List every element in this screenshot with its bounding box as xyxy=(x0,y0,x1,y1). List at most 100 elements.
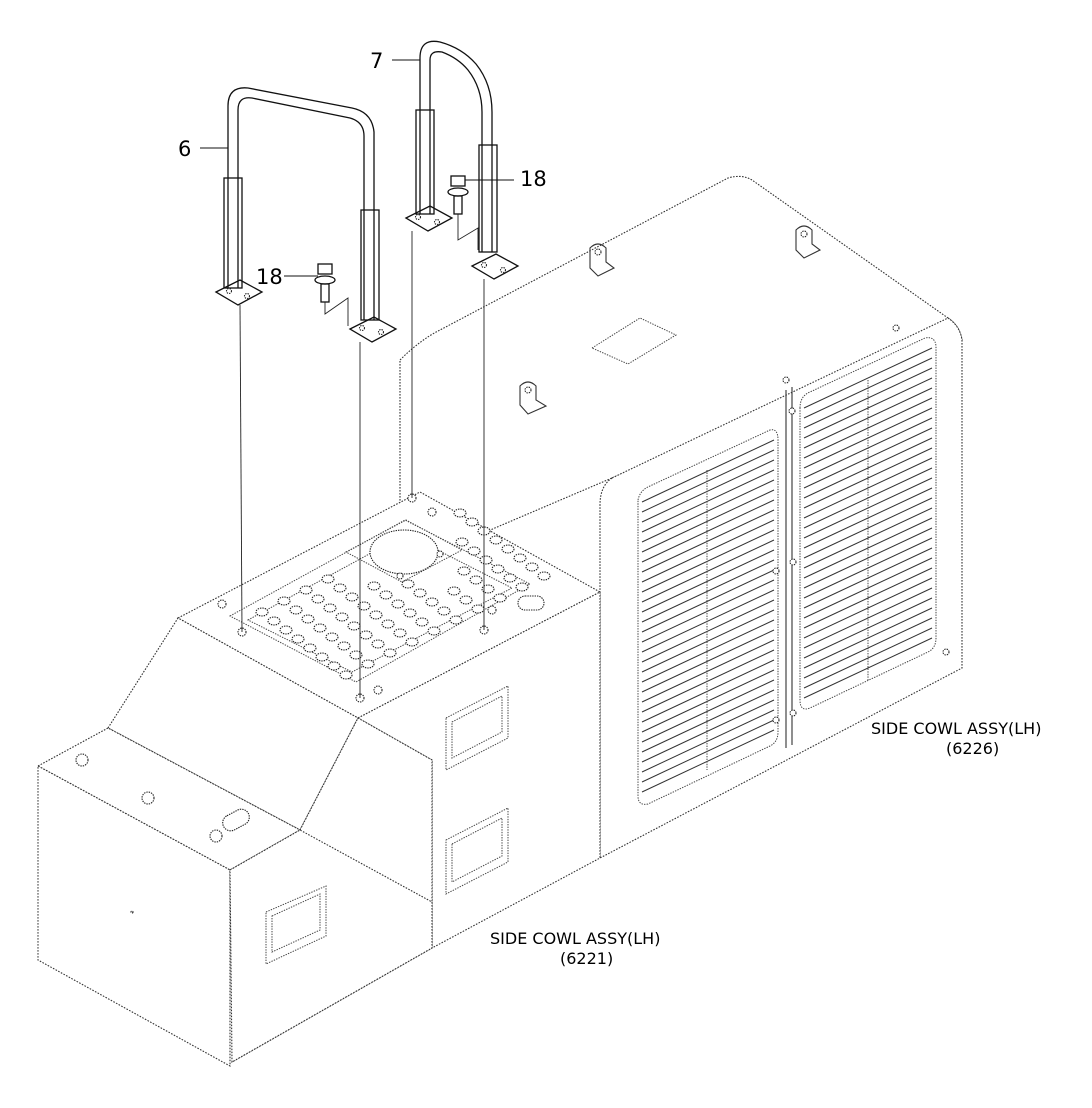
caption-rear-code: (6226) xyxy=(946,739,999,758)
louver-line xyxy=(803,447,933,509)
guide-6-left xyxy=(239,304,243,633)
cowl-screw-4 xyxy=(789,558,797,566)
perforation xyxy=(403,608,417,618)
handrail-7-bar xyxy=(419,40,493,252)
front-cowl-upper-right xyxy=(356,591,601,949)
lifting-lug-3-hole xyxy=(524,386,532,394)
perforation xyxy=(491,564,505,574)
deck-hatch-screw-1 xyxy=(436,550,444,558)
mount-hole-5 xyxy=(217,599,227,609)
perforation xyxy=(323,603,337,613)
perforation xyxy=(279,625,293,635)
perforation xyxy=(489,535,503,545)
handrail-7 xyxy=(404,40,520,280)
louver-line xyxy=(641,639,775,703)
perforation xyxy=(513,553,527,563)
handrail-6-foot-left-hole-a xyxy=(225,287,233,295)
perforation xyxy=(383,648,397,658)
perforation xyxy=(359,630,373,640)
perforation xyxy=(427,626,441,636)
perforation xyxy=(437,606,451,616)
louver-line xyxy=(641,699,775,763)
bolt-18-right-path xyxy=(457,214,479,250)
bolt-18-left xyxy=(314,263,349,326)
handrail-7-foot-left-hole-a xyxy=(414,213,422,221)
bolt-18-right-washer xyxy=(447,187,469,197)
louver-line xyxy=(803,437,933,499)
perforation xyxy=(327,661,341,671)
perforation xyxy=(357,601,371,611)
perforation xyxy=(337,641,351,651)
handrail-6-sleeve-left xyxy=(223,177,243,289)
louver-line xyxy=(641,579,775,643)
louver-line xyxy=(803,347,933,409)
perforation xyxy=(415,617,429,627)
perforation xyxy=(349,650,363,660)
louver-line xyxy=(641,569,775,633)
mount-hole-7 xyxy=(373,685,383,695)
louver-line xyxy=(803,637,933,699)
louver-line xyxy=(641,599,775,663)
lower-hole-2 xyxy=(141,791,155,805)
louver-line xyxy=(803,577,933,639)
handrail-6-sleeve-right xyxy=(360,209,380,321)
louver-line xyxy=(641,689,775,753)
perforation xyxy=(449,615,463,625)
louver-line xyxy=(641,439,775,503)
perforation xyxy=(401,579,415,589)
louver-line xyxy=(803,377,933,439)
perforation xyxy=(425,597,439,607)
cowl-screw-2 xyxy=(788,407,796,415)
assembly-guides xyxy=(239,231,485,698)
rear-cowl-top-panel xyxy=(590,317,678,365)
access-window-1-inner xyxy=(451,695,503,759)
perforation xyxy=(413,588,427,598)
louver-line xyxy=(641,669,775,733)
perforation xyxy=(303,643,317,653)
deck-hatch-opening xyxy=(369,529,439,575)
louver-line xyxy=(641,519,775,583)
bolt-18-right xyxy=(447,175,479,250)
handrail-7-foot-right-hole-a xyxy=(480,261,488,269)
perforation xyxy=(291,634,305,644)
louver-line xyxy=(641,729,775,793)
access-window-1 xyxy=(445,685,509,771)
louver-line xyxy=(641,609,775,673)
perforation xyxy=(525,562,539,572)
deck-plate-perforations xyxy=(255,508,551,680)
louver-line xyxy=(641,499,775,563)
perforation xyxy=(467,546,481,556)
lower-hole-3 xyxy=(209,829,223,843)
front-cowl-lower-right xyxy=(229,829,433,1063)
louver-line xyxy=(641,649,775,713)
louver-line xyxy=(641,489,775,553)
louver-line xyxy=(641,549,775,613)
handrail-6-foot-right-hole-b xyxy=(377,328,385,336)
rear-cowl-front xyxy=(599,317,963,859)
perforation xyxy=(471,604,485,614)
perforation xyxy=(301,614,315,624)
small-mark xyxy=(130,910,134,914)
bolt-18-left-head xyxy=(317,263,333,275)
lower-hole-1 xyxy=(75,753,89,767)
mount-hole-8 xyxy=(487,605,497,615)
handrail-7-sleeve-left xyxy=(415,109,435,215)
louver-line xyxy=(641,529,775,593)
perforation xyxy=(405,637,419,647)
perforation xyxy=(493,593,507,603)
louver-line xyxy=(641,619,775,683)
perforation xyxy=(453,508,467,518)
louver-line xyxy=(641,629,775,693)
perforation xyxy=(503,573,517,583)
access-window-3 xyxy=(265,885,327,965)
louver-line xyxy=(641,709,775,773)
mount-hole-6 xyxy=(427,507,437,517)
handrail-7-foot-right xyxy=(470,253,520,280)
perforation xyxy=(457,566,471,576)
handrail-6-bar xyxy=(227,87,375,320)
deck-hatch-screw-2 xyxy=(396,572,404,580)
perforation xyxy=(391,599,405,609)
perforation xyxy=(459,595,473,605)
front-side-cowl xyxy=(36,491,602,1067)
louver-line xyxy=(641,539,775,603)
